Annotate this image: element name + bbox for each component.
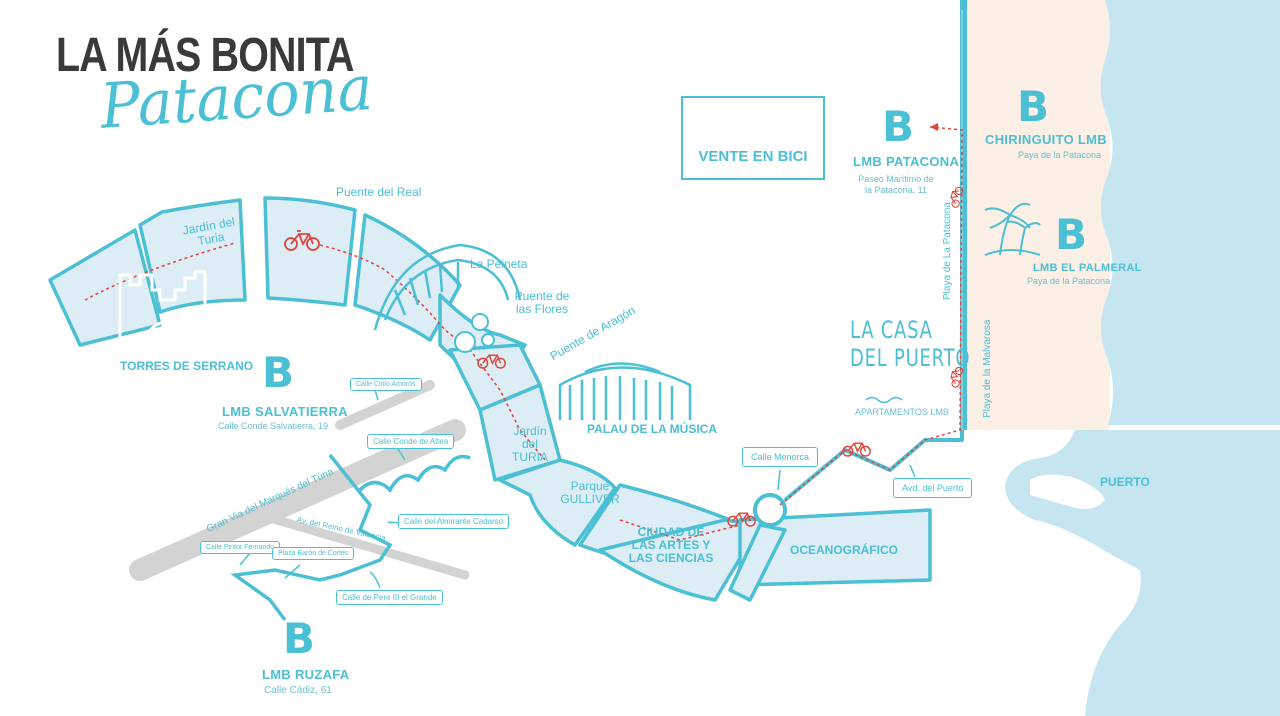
- callout-menorca: Calle Menorca: [742, 447, 819, 467]
- patacona-name: LMB PATACONA: [853, 154, 960, 169]
- wave-decoration: [865, 396, 903, 404]
- callout-baron: Plaza Barón de Cortes: [272, 547, 355, 560]
- ruzafa-streets: [230, 453, 393, 622]
- ruzafa-address: Calle Cádiz, 61: [264, 685, 332, 696]
- coastal-path: [783, 0, 964, 502]
- vente-en-bici-box: VENTE EN BICI: [681, 96, 825, 180]
- casa-subtitle: APARTAMENTOS LMB: [855, 407, 949, 417]
- street-playa-malvarrosa: Playa de la Malvarosa: [982, 319, 993, 418]
- label-torres-serrano: TORRES DE SERRANO: [120, 359, 254, 373]
- casa-line1: LA CASA: [850, 316, 933, 344]
- patacona-logo-icon: B: [882, 102, 915, 151]
- chiringuito-address: Paya de la Patacona: [1018, 150, 1102, 160]
- salvatierra-name: LMB SALVATIERRA: [222, 404, 348, 419]
- port-inner: [1030, 474, 1105, 509]
- label-jardin-turia-2: Jardín del TURIA: [512, 424, 548, 465]
- palmeral-name: LMB EL PALMERAL: [1033, 262, 1142, 274]
- peineta-arches: [373, 243, 522, 331]
- torres-serrano-illustration: [118, 270, 207, 345]
- chiringuito-logo-icon: B: [1017, 82, 1050, 131]
- label-puerto: PUERTO: [1100, 475, 1150, 489]
- casa-line2: DEL PUERTO: [850, 344, 971, 372]
- casa-del-puerto-logo: LA CASA DEL PUERTO: [850, 318, 970, 370]
- vente-en-bici-label: VENTE EN BICI: [698, 148, 808, 165]
- ruzafa-logo-icon: B: [283, 614, 316, 663]
- palmeral-address: Paya de la Patacona: [1027, 276, 1111, 286]
- conde-altea-street: [358, 454, 471, 493]
- patacona-address1: Paseo Marítimo de: [858, 174, 934, 184]
- bike-route: [84, 126, 963, 541]
- sea-area: [1100, 0, 1280, 425]
- callout-pintor: Calle Pintor Fernando: [200, 541, 281, 554]
- palau-musica-illustration: [558, 362, 692, 420]
- callout-pointers: [239, 389, 916, 589]
- salvatierra-logo-icon: B: [262, 348, 295, 397]
- label-oceanografico: OCEANOGRÁFICO: [790, 543, 898, 557]
- street-playa-patacona: Playa de La Patacona: [942, 202, 953, 300]
- chiringuito-name: CHIRINGUITO LMB: [985, 132, 1107, 147]
- flowers-icon: [454, 313, 495, 353]
- salvatierra-address: Calle Conde Salvatierra, 19: [218, 421, 329, 431]
- title-line1: LA MÁS BONITA: [56, 29, 354, 82]
- callout-cirilo: Calle Cirilo Amorós: [350, 378, 422, 391]
- label-palau-musica: PALAU DE LA MÚSICA: [587, 422, 717, 436]
- roundabout: [753, 493, 787, 527]
- beach-area: [965, 0, 1110, 430]
- label-parque-gulliver: Parque GULLIVER: [560, 479, 620, 507]
- route-arrow: [930, 123, 938, 131]
- label-puente-real: Puente del Real: [336, 185, 422, 199]
- palmeral-logo-icon: B: [1055, 210, 1088, 259]
- callout-conde-altea: Calle Conde de Altea: [367, 434, 455, 449]
- ruzafa-name: LMB RUZAFA: [262, 667, 350, 682]
- callout-pere: Calle de Pere III el Grande: [336, 590, 443, 605]
- label-la-peineta: La Peineta: [470, 257, 528, 271]
- palm-trees-icon: [984, 202, 1041, 256]
- label-puente-flores: Puente de las Flores: [514, 289, 570, 317]
- roads: [129, 380, 470, 581]
- callout-almirante: Calle del Almirante Cadarso: [398, 514, 510, 529]
- label-ciudad-artes: CIUDAD DE LAS ARTES Y LAS CIENCIAS: [628, 525, 714, 566]
- callout-av-puerto: Avd. del Puerto: [893, 478, 973, 498]
- bicycle-icon: [284, 186, 964, 527]
- patacona-address2: la Patacona, 11: [865, 185, 927, 195]
- port-area: [1005, 430, 1280, 716]
- route-segments: [48, 196, 932, 602]
